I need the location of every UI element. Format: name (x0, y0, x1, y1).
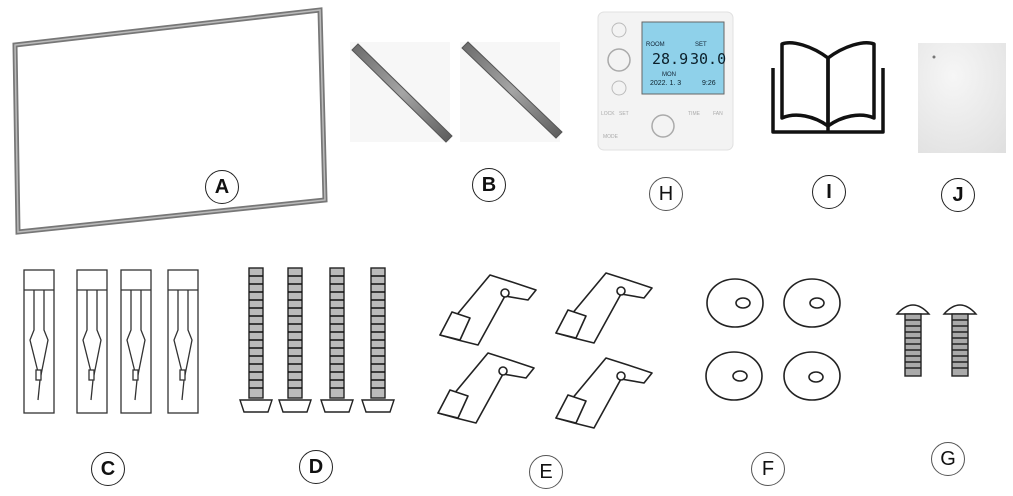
thermostat-date: 2022. 1. 3 (650, 80, 681, 87)
label-j: J (941, 178, 975, 212)
thermostat-set-label: SET (695, 42, 707, 48)
thermostat-set-temp: 30.0 (690, 50, 726, 68)
thermostat-fan-button: FAN (713, 111, 723, 117)
thermostat-day: MON (662, 72, 676, 78)
thermostat-mode-button: MODE (603, 134, 618, 140)
label-i: I (812, 175, 846, 209)
cover-plate (918, 43, 1006, 153)
label-b: B (472, 168, 506, 202)
thermostat-set-button: SET (619, 111, 629, 117)
thermostat-time: 9:26 (702, 80, 716, 87)
fixing-clips (438, 273, 652, 428)
washers (706, 279, 840, 400)
thermostat-time-button: TIME (688, 111, 700, 117)
pan-head-bolts (897, 305, 976, 376)
heater-panel (15, 10, 325, 232)
wall-anchors (24, 270, 198, 413)
manual-book-icon (773, 43, 883, 132)
label-c: C (91, 452, 125, 486)
countersunk-screws (240, 268, 394, 412)
label-f: F (751, 452, 785, 486)
mounting-rails (350, 42, 562, 142)
label-g: G (931, 442, 965, 476)
thermostat-room-label: ROOM (646, 42, 665, 48)
label-h: H (649, 177, 683, 211)
label-a: A (205, 170, 239, 204)
label-e: E (529, 455, 563, 489)
thermostat-lock-button: LOCK (601, 111, 615, 117)
thermostat-room-temp: 28.9 (652, 50, 688, 68)
label-d: D (299, 450, 333, 484)
